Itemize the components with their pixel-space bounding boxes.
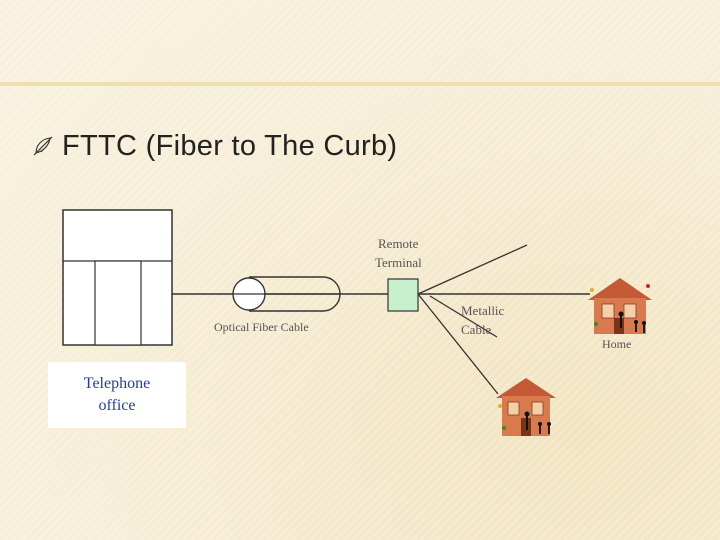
fiber-cable-label: Optical Fiber Cable [214, 320, 309, 334]
slide-heading: FTTC (Fiber to The Curb) [30, 126, 397, 166]
home-label: Home [602, 337, 631, 351]
top-rule [0, 82, 720, 86]
feather-bullet-icon [33, 136, 53, 156]
remote-terminal-label-line2: Terminal [375, 255, 422, 270]
fiber-cable-symbol [232, 276, 341, 312]
telephone-office-line1: Telephone [83, 375, 151, 392]
remote-terminal-label-line1: Remote [378, 236, 419, 251]
metallic-cable-lines [417, 244, 590, 395]
home-house-icon-2 [496, 378, 556, 436]
metallic-label-line2: Cable [461, 322, 492, 337]
metallic-label-line1: Metallic [461, 303, 505, 318]
slide-title: FTTC (Fiber to The Curb) [62, 129, 398, 162]
central-office-building [62, 209, 173, 346]
telephone-office-line2: office [98, 397, 136, 414]
telephone-office-label: Telephone office [48, 362, 186, 428]
remote-terminal-box [387, 278, 419, 312]
home-house-icon [588, 278, 652, 334]
